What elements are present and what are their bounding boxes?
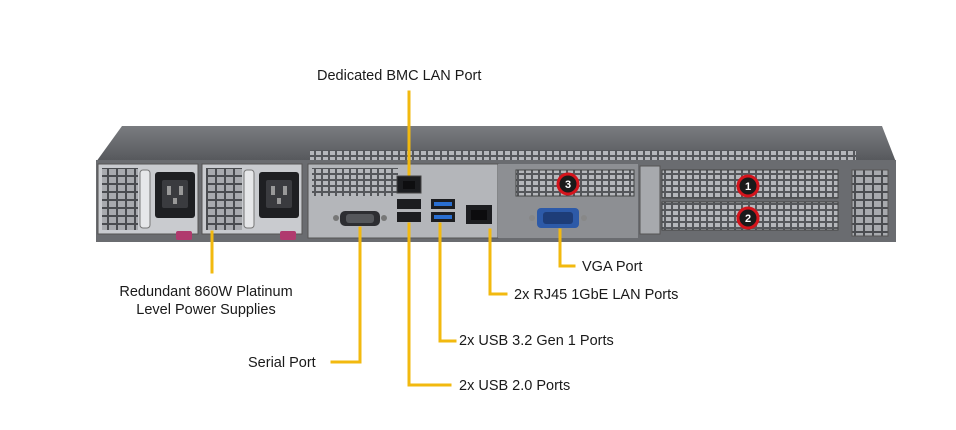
io-panel-vent xyxy=(312,168,398,196)
psu-1-vent xyxy=(102,168,138,230)
riser-divider xyxy=(639,165,661,235)
power-supply-1 xyxy=(97,163,199,240)
callout-line-vga xyxy=(558,228,576,268)
label-power-supplies-line2: Level Power Supplies xyxy=(136,302,276,318)
slot-marker-2: 2 xyxy=(736,206,760,230)
power-supply-2 xyxy=(201,163,303,240)
slot-marker-1-label: 1 xyxy=(745,181,751,193)
usb2-port-lower xyxy=(397,212,421,222)
psu-1-handle xyxy=(139,169,151,229)
slot-marker-2-label: 2 xyxy=(745,213,751,225)
callout-line-rj45 xyxy=(488,228,508,296)
label-usb32-ports: 2x USB 3.2 Gen 1 Ports xyxy=(459,333,614,349)
callout-line-usb20 xyxy=(407,222,452,387)
callout-line-usb32 xyxy=(438,222,457,343)
slot-marker-3: 3 xyxy=(556,172,580,196)
callout-line-serial xyxy=(330,226,362,364)
chassis-right-vent xyxy=(851,169,889,237)
server-chassis xyxy=(96,126,896,242)
psu-2-pull-tab xyxy=(280,231,296,240)
usb2-port-upper xyxy=(397,199,421,209)
psu-2-handle xyxy=(243,169,255,229)
label-serial-port: Serial Port xyxy=(248,355,316,371)
psu-2-vent xyxy=(206,168,242,230)
chassis-top-vent-strip xyxy=(310,150,856,160)
label-bmc-lan-port: Dedicated BMC LAN Port xyxy=(317,68,482,84)
slot-marker-3-label: 3 xyxy=(565,179,571,191)
label-vga-port: VGA Port xyxy=(582,259,643,275)
label-usb20-ports: 2x USB 2.0 Ports xyxy=(459,378,571,394)
psu-1-pull-tab xyxy=(176,231,192,240)
label-rj45-lan-ports: 2x RJ45 1GbE LAN Ports xyxy=(514,287,679,303)
slot-marker-1: 1 xyxy=(736,174,760,198)
label-power-supplies-line1: Redundant 860W Platinum xyxy=(119,284,293,300)
